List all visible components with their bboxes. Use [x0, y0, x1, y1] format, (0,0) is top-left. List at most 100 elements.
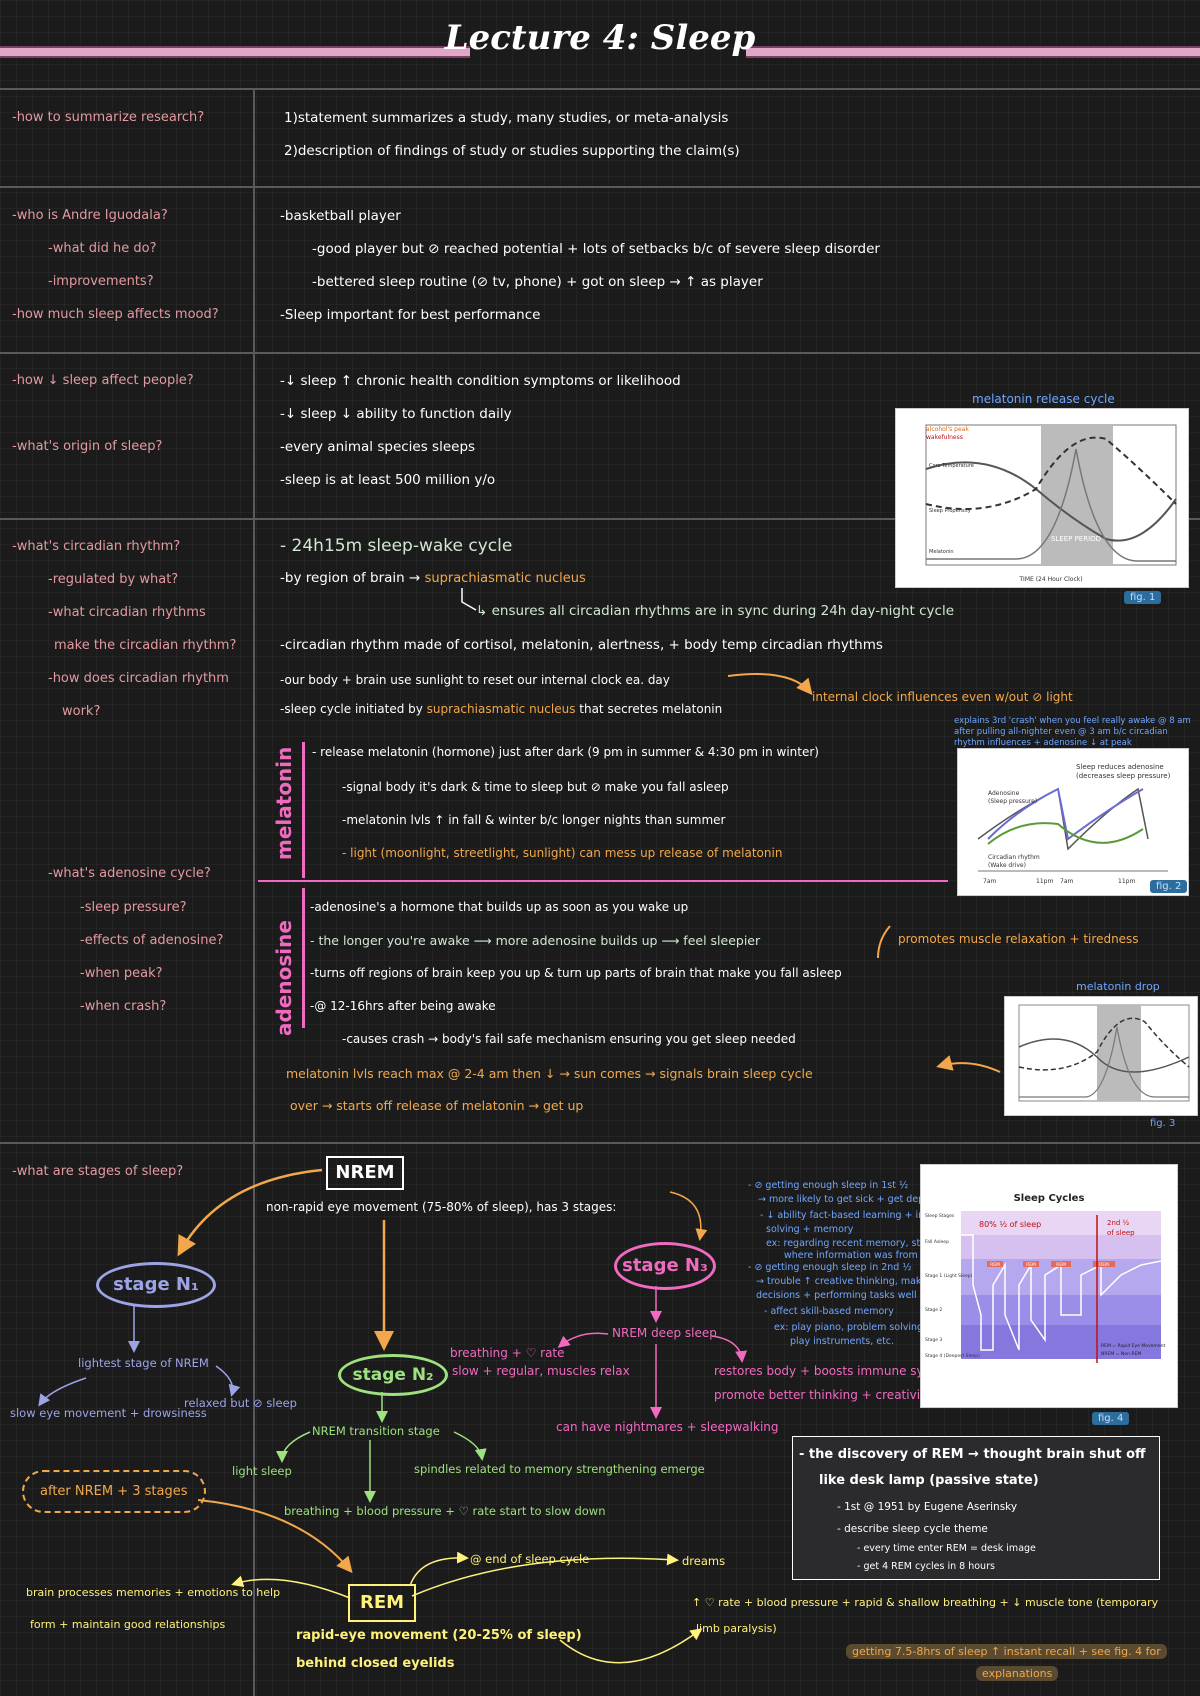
question: -sleep pressure?	[80, 900, 187, 915]
blue-note: - ⊘ getting enough sleep in 2nd ½	[748, 1262, 912, 1273]
n3-note: breathing + ♡ rate	[450, 1346, 565, 1360]
adenosine-bullet: - the longer you're awake ⟶ more adenosi…	[310, 933, 761, 948]
fig1-graph: SLEEP PERIOD Core Temperature Sleep Prop…	[925, 424, 1177, 583]
figure-melatonin-drop	[1004, 996, 1198, 1116]
n1-note: lightest stage of NREM	[78, 1356, 209, 1370]
axis-tick: 11pm	[1036, 878, 1053, 885]
question: -how to summarize research?	[12, 110, 205, 125]
rem-note: ↑ ♡ rate + blood pressure + rapid & shal…	[692, 1596, 1159, 1609]
stage-n1: stage N₁	[96, 1262, 216, 1308]
blue-note: → more likely to get sick + get depresse…	[758, 1194, 956, 1205]
answer: -Sleep important for best performance	[280, 307, 541, 323]
blue-note: solving + memory	[766, 1224, 854, 1235]
blue-note: ex: play piano, problem solving,	[774, 1322, 927, 1333]
question: -improvements?	[48, 274, 154, 289]
rem-note: behind closed eyelids	[296, 1656, 455, 1671]
divider	[0, 88, 1200, 90]
n3-note: can have nightmares + sleepwalking	[556, 1420, 779, 1434]
rem-discovery-box: - the discovery of REM → thought brain s…	[792, 1436, 1160, 1580]
figure-adenosine-cycle: Sleep reduces adenosine (decreases sleep…	[957, 748, 1189, 896]
melatonin-bullet: -signal body it's dark & time to sleep b…	[342, 780, 729, 794]
y-label: Stage 2	[925, 1307, 942, 1313]
answer-line: -sleep cycle initiated by suprachiasmati…	[280, 702, 722, 716]
row-label: Melatonin	[929, 549, 954, 555]
n2-note: spindles related to memory strengthening…	[414, 1462, 705, 1476]
n1-note: slow eye movement + drowsiness	[10, 1406, 207, 1420]
row-label: Sleep Propensity	[929, 508, 971, 514]
nrem-box: NREM	[326, 1156, 404, 1190]
n2-note: breathing + blood pressure + ♡ rate star…	[284, 1504, 606, 1518]
fig-label: fig. 3	[1150, 1118, 1176, 1129]
annotation: internal clock influences even w/out ⊘ l…	[812, 690, 1073, 704]
fig-caption: melatonin release cycle	[972, 392, 1115, 406]
orange-note: over → starts off release of melatonin →…	[290, 1098, 584, 1113]
blue-note: ex: regarding recent memory, storing	[766, 1238, 945, 1249]
adenosine-bar	[302, 888, 305, 1028]
orange-note: melatonin lvls reach max @ 2-4 am then ↓…	[286, 1066, 813, 1081]
figure-melatonin-cycle: SLEEP PERIOD Core Temperature Sleep Prop…	[895, 408, 1189, 588]
question: -effects of adenosine?	[80, 933, 224, 948]
n1-note: relaxed but ⊘ sleep	[184, 1396, 297, 1410]
rem-box: REM	[348, 1584, 416, 1622]
blue-note: - ↓ ability fact-based learning + increa…	[760, 1210, 956, 1221]
question: -what's circadian rhythm?	[12, 539, 181, 554]
melatonin-bar	[302, 742, 305, 878]
answer: - 24h15m sleep-wake cycle	[280, 536, 513, 556]
axis-tick: 7am	[983, 878, 996, 885]
rem-tag: REM	[1056, 1262, 1066, 1268]
fig-note: explains 3rd 'crash' when you feel reall…	[954, 716, 1191, 748]
rem-tag: REM	[1099, 1262, 1109, 1268]
answer: -circadian rhythm made of cortisol, mela…	[280, 637, 883, 653]
question: -how much sleep affects mood?	[12, 307, 219, 322]
cloud-note: after NREM + 3 stages	[22, 1470, 206, 1513]
highlighted-note: explanations	[976, 1666, 1059, 1681]
fig-label: fig. 1	[1124, 591, 1162, 604]
divider-pink	[258, 880, 948, 882]
annotation: wakefulness	[926, 434, 963, 441]
chart-text: (Wake drive)	[988, 862, 1026, 869]
y-label: Stage 1 (Light Sleep)	[925, 1273, 973, 1279]
question: -when crash?	[80, 999, 167, 1014]
answer: 1)statement summarizes a study, many stu…	[284, 110, 729, 126]
nrem-definition: non-rapid eye movement (75-80% of sleep)…	[266, 1200, 617, 1214]
stage-n3: stage N₃	[614, 1242, 716, 1290]
y-label: Stage 3	[925, 1337, 942, 1343]
highlight-term: suprachiasmatic nucleus	[424, 571, 586, 586]
question: -what circadian rhythms	[48, 605, 206, 620]
chart-text: Adenosine	[988, 790, 1020, 797]
answer: -our body + brain use sunlight to reset …	[280, 673, 670, 687]
rem-discovery-line: - describe sleep cycle theme	[837, 1523, 988, 1535]
highlight-term: suprachiasmatic nucleus	[426, 702, 576, 716]
figure-sleep-cycles: Sleep Cycles REM REM REM REM 80% ½ of sl…	[920, 1164, 1178, 1408]
answer: -↓ sleep ↑ chronic health condition symp…	[280, 373, 681, 389]
blue-note: decisions + performing tasks well day	[756, 1290, 938, 1301]
adenosine-bullet: -causes crash → body's fail safe mechani…	[342, 1032, 796, 1046]
highlighted-note: getting 7.5-8hrs of sleep ↑ instant reca…	[846, 1644, 1167, 1659]
divider	[0, 186, 1200, 188]
divider	[0, 352, 1200, 354]
fig4-annotation: 80% ½ of sleep	[979, 1220, 1041, 1229]
fig-label: fig. 4	[1092, 1412, 1130, 1425]
page-title: Lecture 4: Sleep	[444, 18, 756, 58]
title-bar-left	[0, 46, 470, 58]
y-label: Stage 4 (Deepest Sleep)	[925, 1353, 980, 1359]
rem-note: limb paralysis)	[696, 1622, 777, 1635]
answer: 2)description of findings of study or st…	[284, 143, 740, 159]
blue-note: → trouble ↑ creative thinking, making	[756, 1276, 937, 1287]
chart-text: (Sleep pressure)	[988, 798, 1037, 805]
rem-note: dreams	[682, 1554, 726, 1568]
fig-caption: melatonin drop	[1076, 980, 1160, 993]
adenosine-bullet: -turns off regions of brain keep you up …	[310, 966, 842, 980]
fig4-graph: Sleep Cycles REM REM REM REM 80% ½ of sl…	[925, 1193, 1165, 1363]
question: -what did he do?	[48, 241, 157, 256]
question: -how does circadian rhythm	[48, 671, 229, 686]
n3-note: restores body + boosts immune sys +	[714, 1364, 944, 1378]
answer: -every animal species sleeps	[280, 439, 476, 455]
y-label: Sleep Stages	[925, 1213, 955, 1219]
rem-tag: REM	[1026, 1262, 1036, 1268]
adenosine-bullet: -@ 12-16hrs after being awake	[310, 999, 496, 1013]
answer: -sleep is at least 500 million y/o	[280, 472, 496, 488]
axis-tick: 11pm	[1118, 878, 1135, 885]
melatonin-bullet: -melatonin lvls ↑ in fall & winter b/c l…	[342, 813, 726, 827]
